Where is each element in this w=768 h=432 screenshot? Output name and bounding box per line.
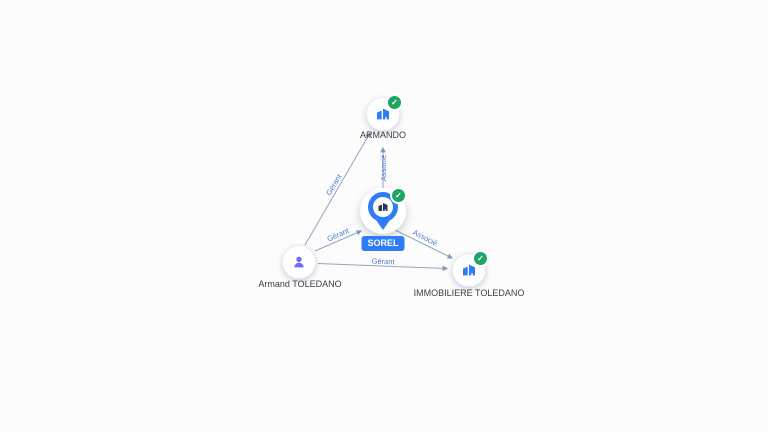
map-pin-icon bbox=[368, 192, 398, 222]
building-icon bbox=[378, 203, 388, 211]
verified-check-icon: ✓ bbox=[390, 187, 407, 204]
edge-label-gerant-left: Gérant bbox=[324, 172, 344, 197]
node-label-armando: ARMANDO bbox=[359, 130, 406, 140]
node-label-immobiliere-toledano: IMMOBILIERE TOLEDANO bbox=[413, 288, 525, 298]
map-pin-tip bbox=[376, 220, 390, 230]
edge-armand-sorel bbox=[314, 230, 363, 252]
person-icon bbox=[291, 254, 307, 270]
building-icon bbox=[375, 106, 391, 122]
node-label-sorel: SOREL bbox=[361, 236, 405, 251]
node-label-armand-toledano: Armand TOLEDANO bbox=[258, 279, 342, 289]
edge-label-associe-top: Associé bbox=[379, 155, 388, 181]
edge-sorel-immobiliere bbox=[394, 229, 453, 259]
verified-check-icon: ✓ bbox=[472, 250, 489, 267]
verified-check-icon: ✓ bbox=[386, 94, 403, 111]
edge-label-gerant-bottom: Gérant bbox=[371, 257, 395, 267]
building-icon bbox=[461, 262, 477, 278]
edge-armand-armando bbox=[304, 132, 371, 246]
edge-armand-immobiliere bbox=[317, 263, 449, 272]
